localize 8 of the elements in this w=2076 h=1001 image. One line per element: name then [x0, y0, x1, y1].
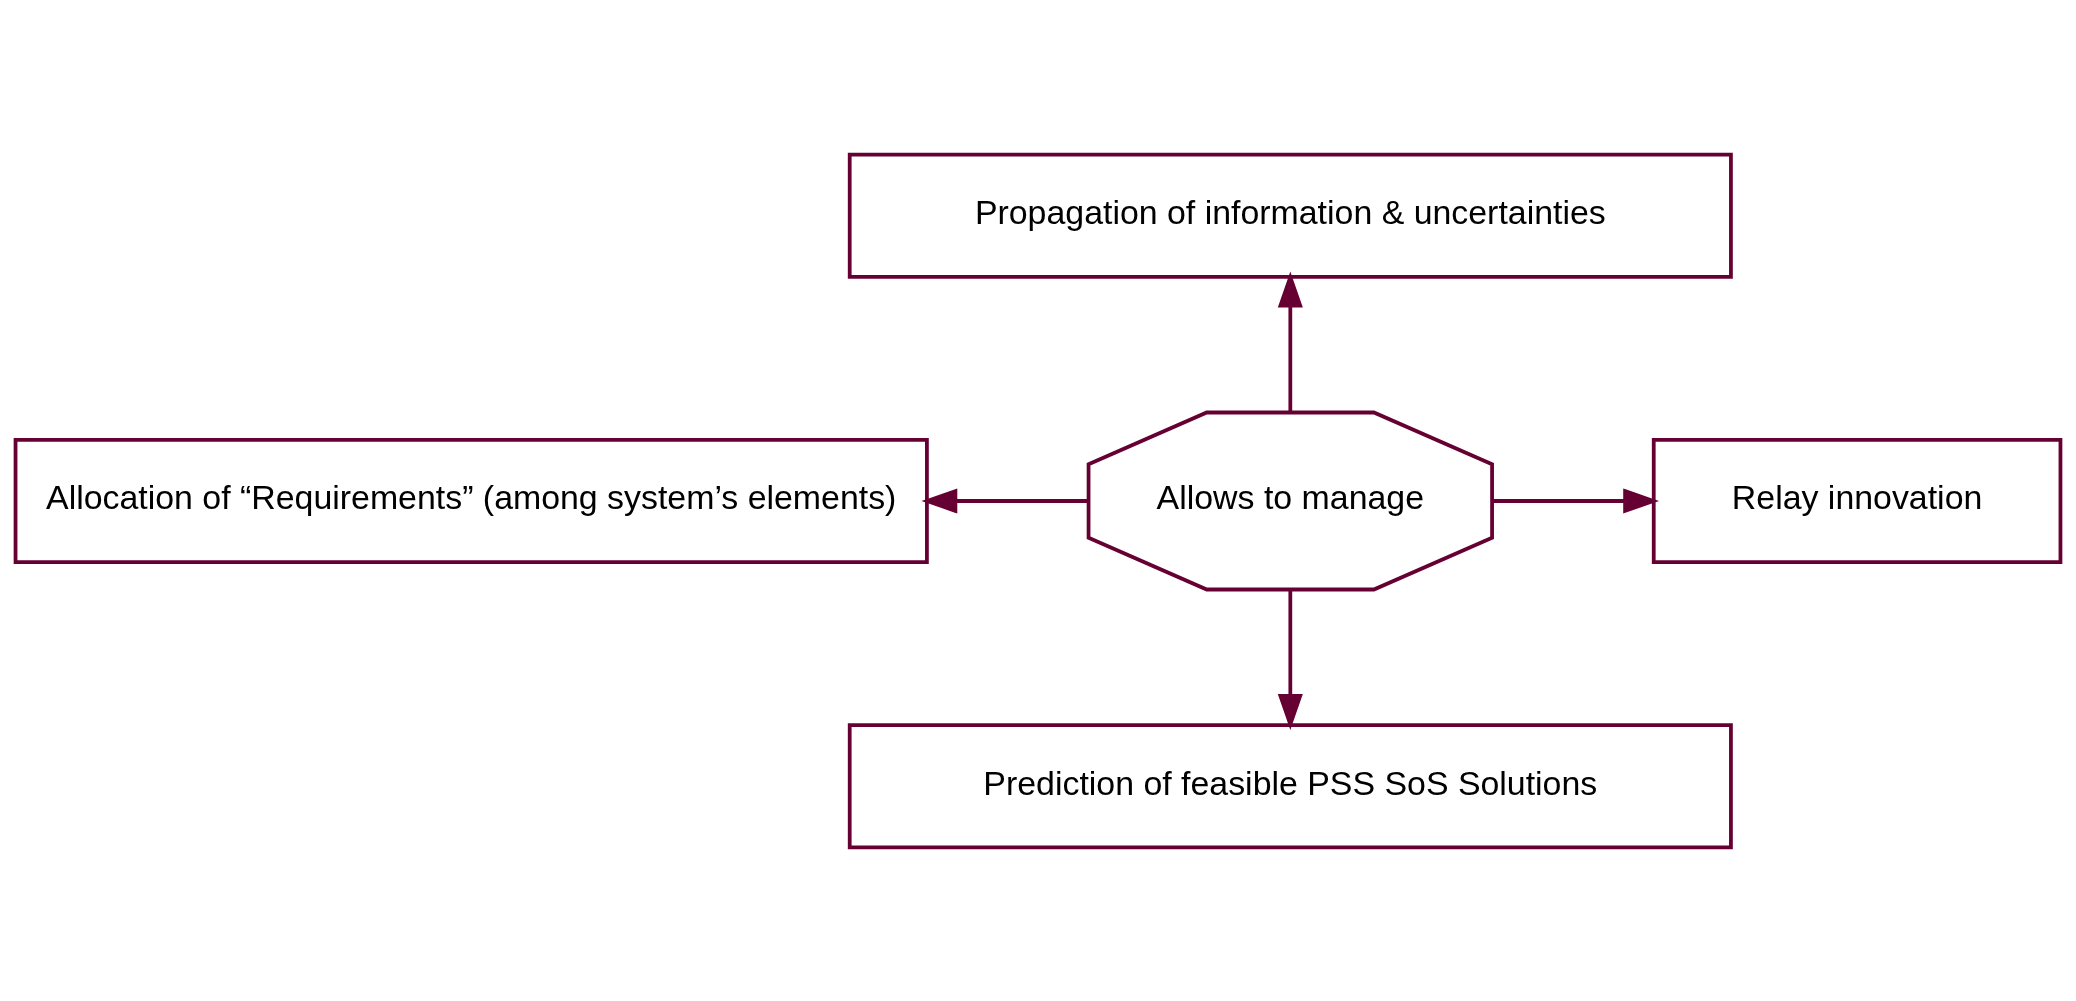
arrow	[1277, 589, 1303, 730]
node-box: Propagation of information & uncertainties	[847, 152, 1733, 279]
node-box: Relay innovation	[1651, 437, 2063, 564]
node-box: Prediction of feasible PSS SoS Solutions	[847, 722, 1733, 849]
node-box: Allocation of “Requirements” (among system’s elements)	[13, 437, 929, 564]
arrow	[1492, 487, 1660, 514]
arrow	[921, 487, 1089, 514]
arrow	[1277, 271, 1303, 412]
